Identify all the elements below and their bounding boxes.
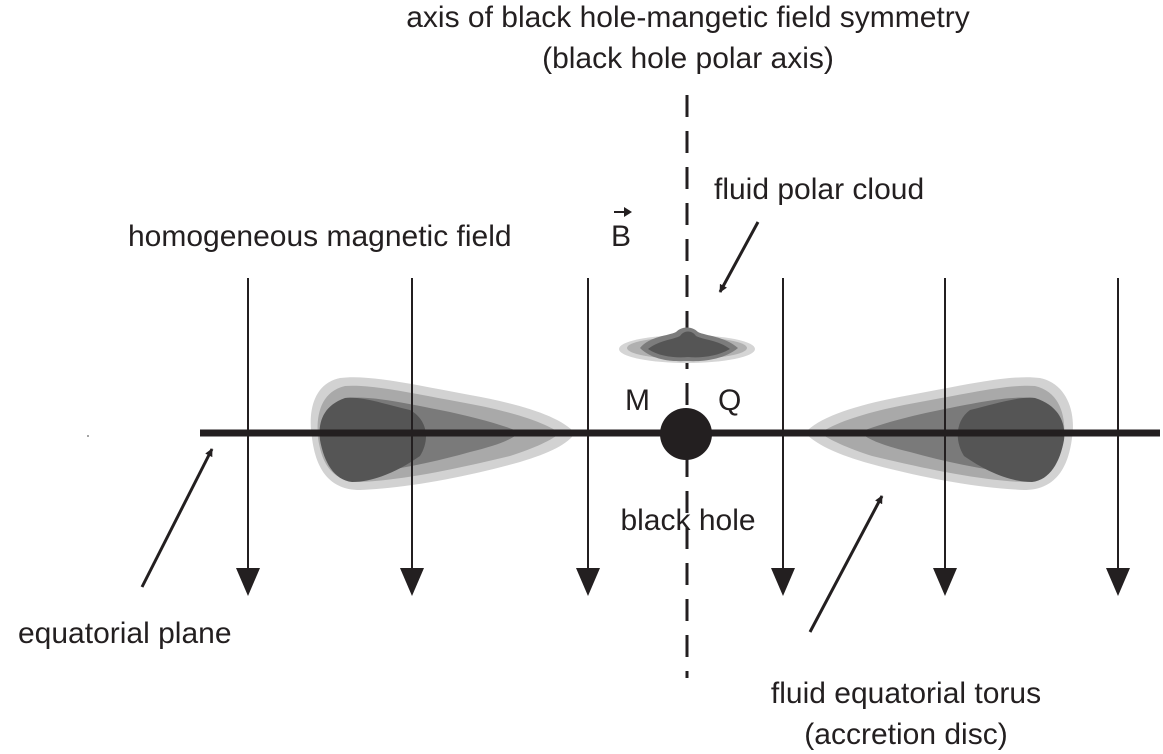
axis-title-line2: (black hole polar axis) <box>542 42 834 75</box>
field-line-arrowhead <box>1106 568 1130 596</box>
equatorial-plane-label: equatorial plane <box>18 617 232 650</box>
field-line-arrowhead <box>236 568 260 596</box>
polar-cloud-pointer-arrow <box>718 221 760 293</box>
field-line-arrowhead <box>400 568 424 596</box>
black-hole-label: black hole <box>620 504 755 537</box>
field-line-arrowhead <box>771 568 795 596</box>
field-symbol: B <box>611 220 631 253</box>
polar-cloud <box>619 327 755 363</box>
field-line-arrowhead <box>933 568 957 596</box>
field-vector-arrowhead <box>624 207 632 217</box>
torus-pointer-arrow <box>808 495 884 633</box>
black-hole <box>660 408 712 460</box>
magnetic-field-lines <box>236 278 1130 596</box>
magnetic-field-label: homogeneous magnetic field <box>128 220 512 253</box>
axis-title-line1: axis of black hole-mangetic field symmet… <box>406 1 970 34</box>
field-line-arrowhead <box>576 568 600 596</box>
torus-label-line1: fluid equatorial torus <box>771 677 1041 710</box>
equatorial-plane-pointer-arrow <box>140 448 214 588</box>
torus-label-line2: (accretion disc) <box>804 718 1007 751</box>
stray-dot <box>87 435 89 437</box>
charge-label: Q <box>718 384 741 417</box>
mass-label: M <box>625 384 650 417</box>
polar-cloud-label: fluid polar cloud <box>714 173 924 206</box>
